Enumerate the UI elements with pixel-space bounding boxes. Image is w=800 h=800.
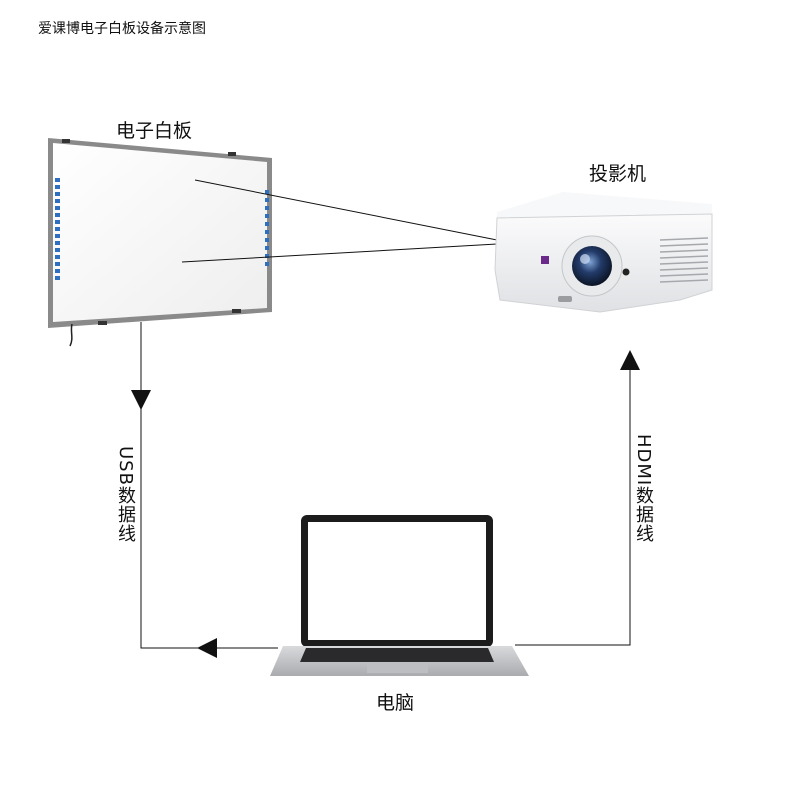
laptop-screen	[308, 522, 486, 640]
usb-cable-line	[140, 322, 278, 649]
whiteboard-right-buttons	[265, 190, 269, 266]
usb-arrow-left	[197, 638, 217, 658]
page-title: 爱课博电子白板设备示意图	[38, 21, 206, 37]
hdmi-cable-line	[515, 352, 631, 646]
whiteboard	[48, 138, 272, 347]
laptop-label: 电脑	[376, 692, 415, 714]
projector-sensor	[622, 268, 630, 276]
projector-label: 投影机	[589, 163, 647, 185]
laptop-trackpad	[367, 664, 428, 673]
laptop	[270, 515, 529, 676]
projector	[494, 192, 713, 313]
whiteboard-label: 电子白板	[116, 120, 193, 142]
whiteboard-left-buttons	[55, 178, 60, 280]
whiteboard-surface	[53, 143, 267, 322]
laptop-keyboard	[300, 648, 494, 662]
hdmi-arrow-up	[620, 350, 640, 370]
usb-cable-label: USB数据线	[115, 446, 136, 543]
projector-logo	[541, 256, 549, 264]
usb-arrow-down	[131, 390, 151, 410]
projection-ray-top	[194, 179, 498, 241]
hdmi-cable-label: HDMI数据线	[633, 434, 654, 544]
projector-lens	[572, 246, 612, 286]
projector-vent	[659, 237, 709, 283]
projection-ray-bottom	[181, 243, 498, 263]
whiteboard-cable	[69, 323, 73, 347]
